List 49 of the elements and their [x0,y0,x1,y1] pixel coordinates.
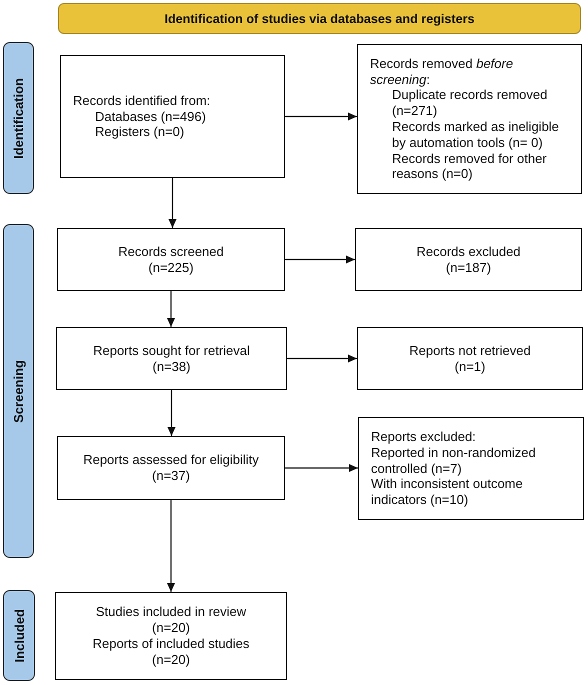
arrow [167,390,176,436]
count-text: (n=20) [152,620,190,636]
list-item: With inconsistent outcome indicators (n=10) [371,476,524,508]
arrow [285,464,358,472]
count-text: (n=1) [454,358,486,374]
process-box [55,592,287,680]
list-item: Records marked as ineligible by automation tools (n= 0) [392,119,560,151]
arrow [166,291,176,327]
box-heading: Records removed before screening: [370,56,514,88]
process-box [357,44,582,194]
box-heading: Reports assessed for eligibility [83,452,259,468]
phase-label: Identification [11,78,26,158]
count-text: (n=38) [152,358,190,374]
count-text: (n=187) [446,260,492,276]
process-box [57,436,285,500]
phase-label: Included [12,608,26,662]
list-item: Records removed for other reasons (n=0) [392,150,548,182]
count-text: (n=20) [152,652,190,668]
process-box [355,228,582,291]
arrow [166,500,176,592]
box-heading: Records identified from: [73,92,210,109]
header-band [58,3,581,34]
phase-band [3,42,34,194]
phase-band [3,590,35,681]
box-heading: Records screened [118,244,224,260]
process-box [56,327,287,390]
header-title: Identification of studies via databases and registers [164,12,475,26]
arrow [285,255,355,264]
count-text: (n=37) [152,468,190,484]
arrow [168,178,177,228]
box-heading: Records excluded [416,244,521,260]
process-box [358,417,584,520]
process-box [57,228,285,291]
list-item: Duplicate records removed (n=271) [392,87,548,119]
box-heading: Reports of included studies [92,636,250,652]
phase-band [3,224,34,558]
box-heading: Reports sought for retrieval [93,342,250,358]
arrow [285,112,357,121]
list-item: Databases (n=496) [95,108,206,124]
process-box [357,327,583,390]
box-heading: Reports excluded: [371,429,476,445]
process-box [60,55,285,178]
list-item: Registers (n=0) [95,124,184,140]
phase-label: Screening [11,360,26,422]
list-item: Reported in non-randomized controlled (n=7) [371,444,537,476]
arrow [287,354,357,363]
box-heading: Reports not retrieved [409,342,531,358]
box-heading: Studies included in review [96,604,246,620]
count-text: (n=225) [148,260,194,276]
